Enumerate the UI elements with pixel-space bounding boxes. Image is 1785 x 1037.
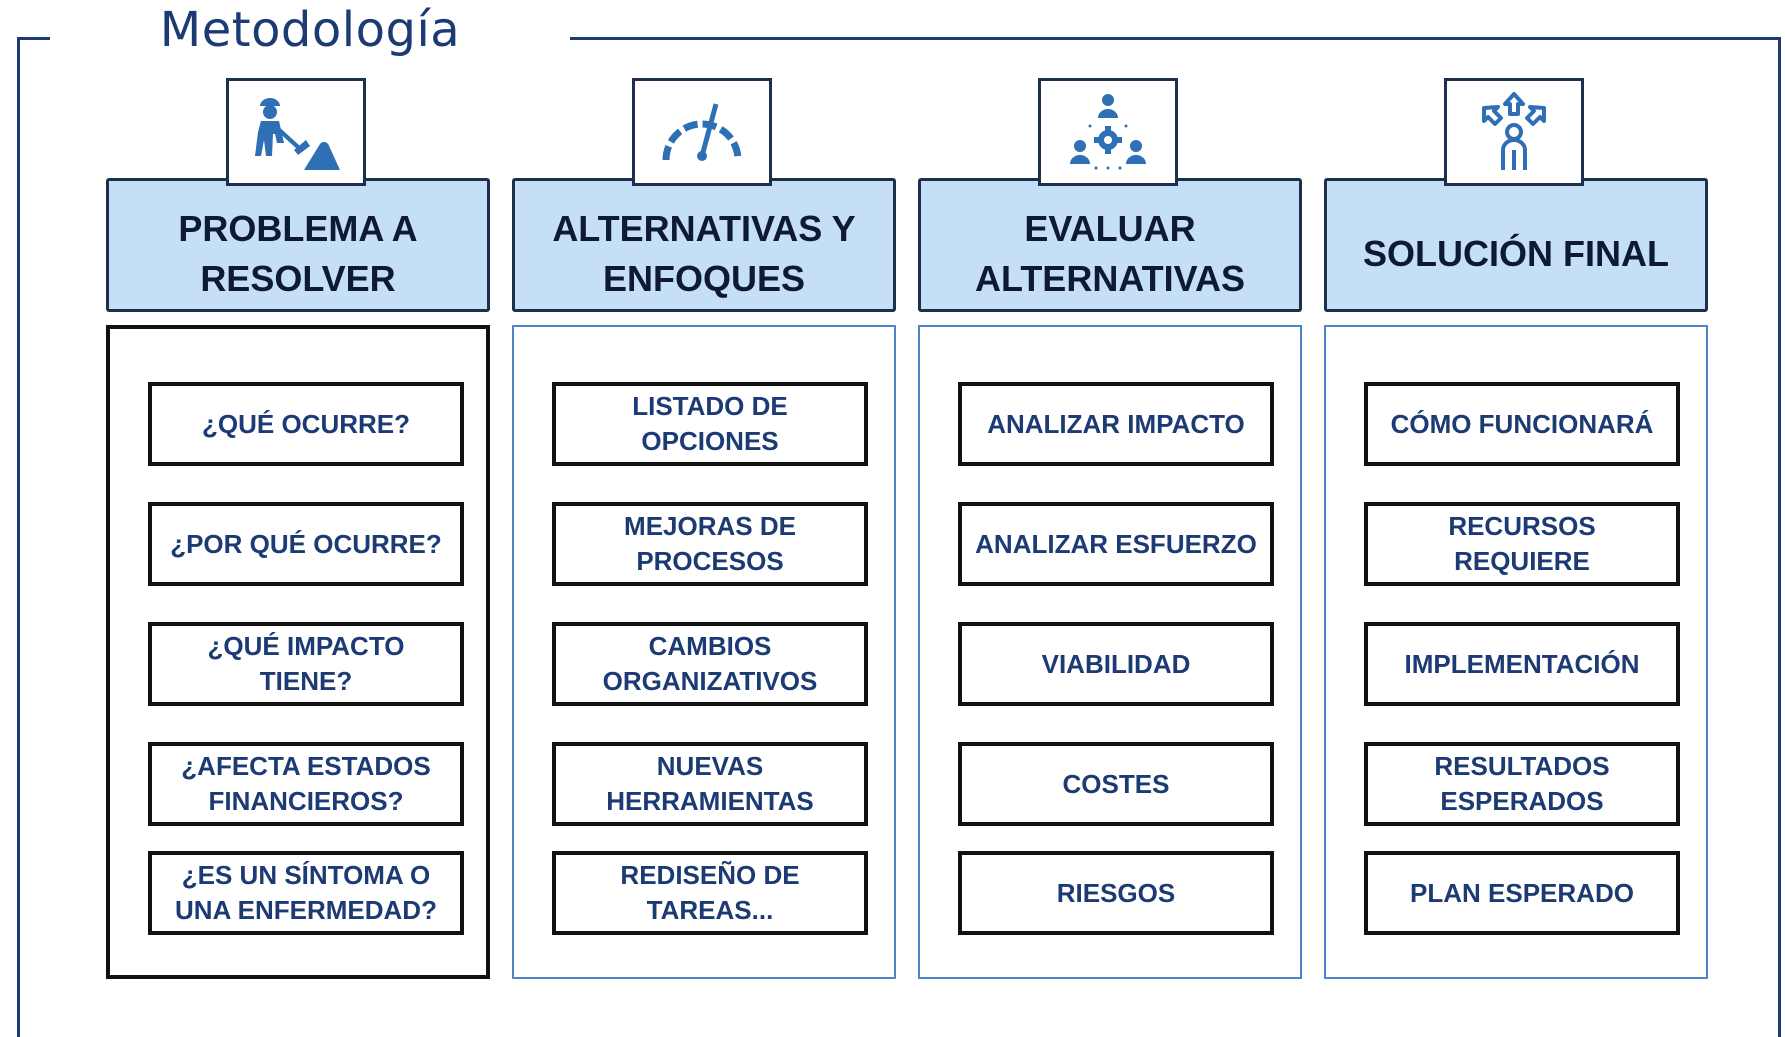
item-rediseno-tareas: REDISEÑO DE TAREAS... <box>552 851 868 935</box>
item-riesgos: RIESGOS <box>958 851 1274 935</box>
item-como-funcionara: CÓMO FUNCIONARÁ <box>1364 382 1680 466</box>
team-gear-icon <box>1038 78 1178 186</box>
header-solution: SOLUCIÓN FINAL <box>1324 178 1708 312</box>
item-nuevas-herramientas: NUEVAS HERRAMIENTAS <box>552 742 868 826</box>
item-implementacion: IMPLEMENTACIÓN <box>1364 622 1680 706</box>
item-viabilidad: VIABILIDAD <box>958 622 1274 706</box>
items-panel-problem: ¿QUÉ OCURRE? ¿POR QUÉ OCURRE? ¿QUÉ IMPAC… <box>106 325 490 979</box>
item-cambios-organizativos: CAMBIOS ORGANIZATIVOS <box>552 622 868 706</box>
person-directions-icon <box>1444 78 1584 186</box>
item-listado-opciones: LISTADO DE OPCIONES <box>552 382 868 466</box>
header-alternatives: ALTERNATIVAS Y ENFOQUES <box>512 178 896 312</box>
item-recursos-requiere: RECURSOS REQUIERE <box>1364 502 1680 586</box>
item-costes: COSTES <box>958 742 1274 826</box>
page-title: Metodología <box>50 0 570 60</box>
item-afecta-estados: ¿AFECTA ESTADOS FINANCIEROS? <box>148 742 464 826</box>
item-que-impacto: ¿QUÉ IMPACTO TIENE? <box>148 622 464 706</box>
item-que-ocurre: ¿QUÉ OCURRE? <box>148 382 464 466</box>
column-problem: PROBLEMA A RESOLVER ¿QUÉ OCURRE? ¿POR QU… <box>106 78 490 979</box>
item-plan-esperado: PLAN ESPERADO <box>1364 851 1680 935</box>
item-analizar-impacto: ANALIZAR IMPACTO <box>958 382 1274 466</box>
items-panel-alternatives: LISTADO DE OPCIONES MEJORAS DE PROCESOS … <box>512 325 896 979</box>
header-problem: PROBLEMA A RESOLVER <box>106 178 490 312</box>
column-evaluate: EVALUAR ALTERNATIVAS ANALIZAR IMPACTO AN… <box>918 78 1302 979</box>
column-alternatives: ALTERNATIVAS Y ENFOQUES LISTADO DE OPCIO… <box>512 78 896 979</box>
header-evaluate: EVALUAR ALTERNATIVAS <box>918 178 1302 312</box>
items-panel-evaluate: ANALIZAR IMPACTO ANALIZAR ESFUERZO VIABI… <box>918 325 1302 979</box>
worker-shovel-icon <box>226 78 366 186</box>
speedometer-icon <box>632 78 772 186</box>
item-mejoras-procesos: MEJORAS DE PROCESOS <box>552 502 868 586</box>
item-sintoma-enfermedad: ¿ES UN SÍNTOMA O UNA ENFERMEDAD? <box>148 851 464 935</box>
item-analizar-esfuerzo: ANALIZAR ESFUERZO <box>958 502 1274 586</box>
item-resultados-esperados: RESULTADOS ESPERADOS <box>1364 742 1680 826</box>
column-solution: SOLUCIÓN FINAL CÓMO FUNCIONARÁ RECURSOS … <box>1324 78 1708 979</box>
methodology-frame <box>17 37 1781 1037</box>
item-por-que-ocurre: ¿POR QUÉ OCURRE? <box>148 502 464 586</box>
items-panel-solution: CÓMO FUNCIONARÁ RECURSOS REQUIERE IMPLEM… <box>1324 325 1708 979</box>
